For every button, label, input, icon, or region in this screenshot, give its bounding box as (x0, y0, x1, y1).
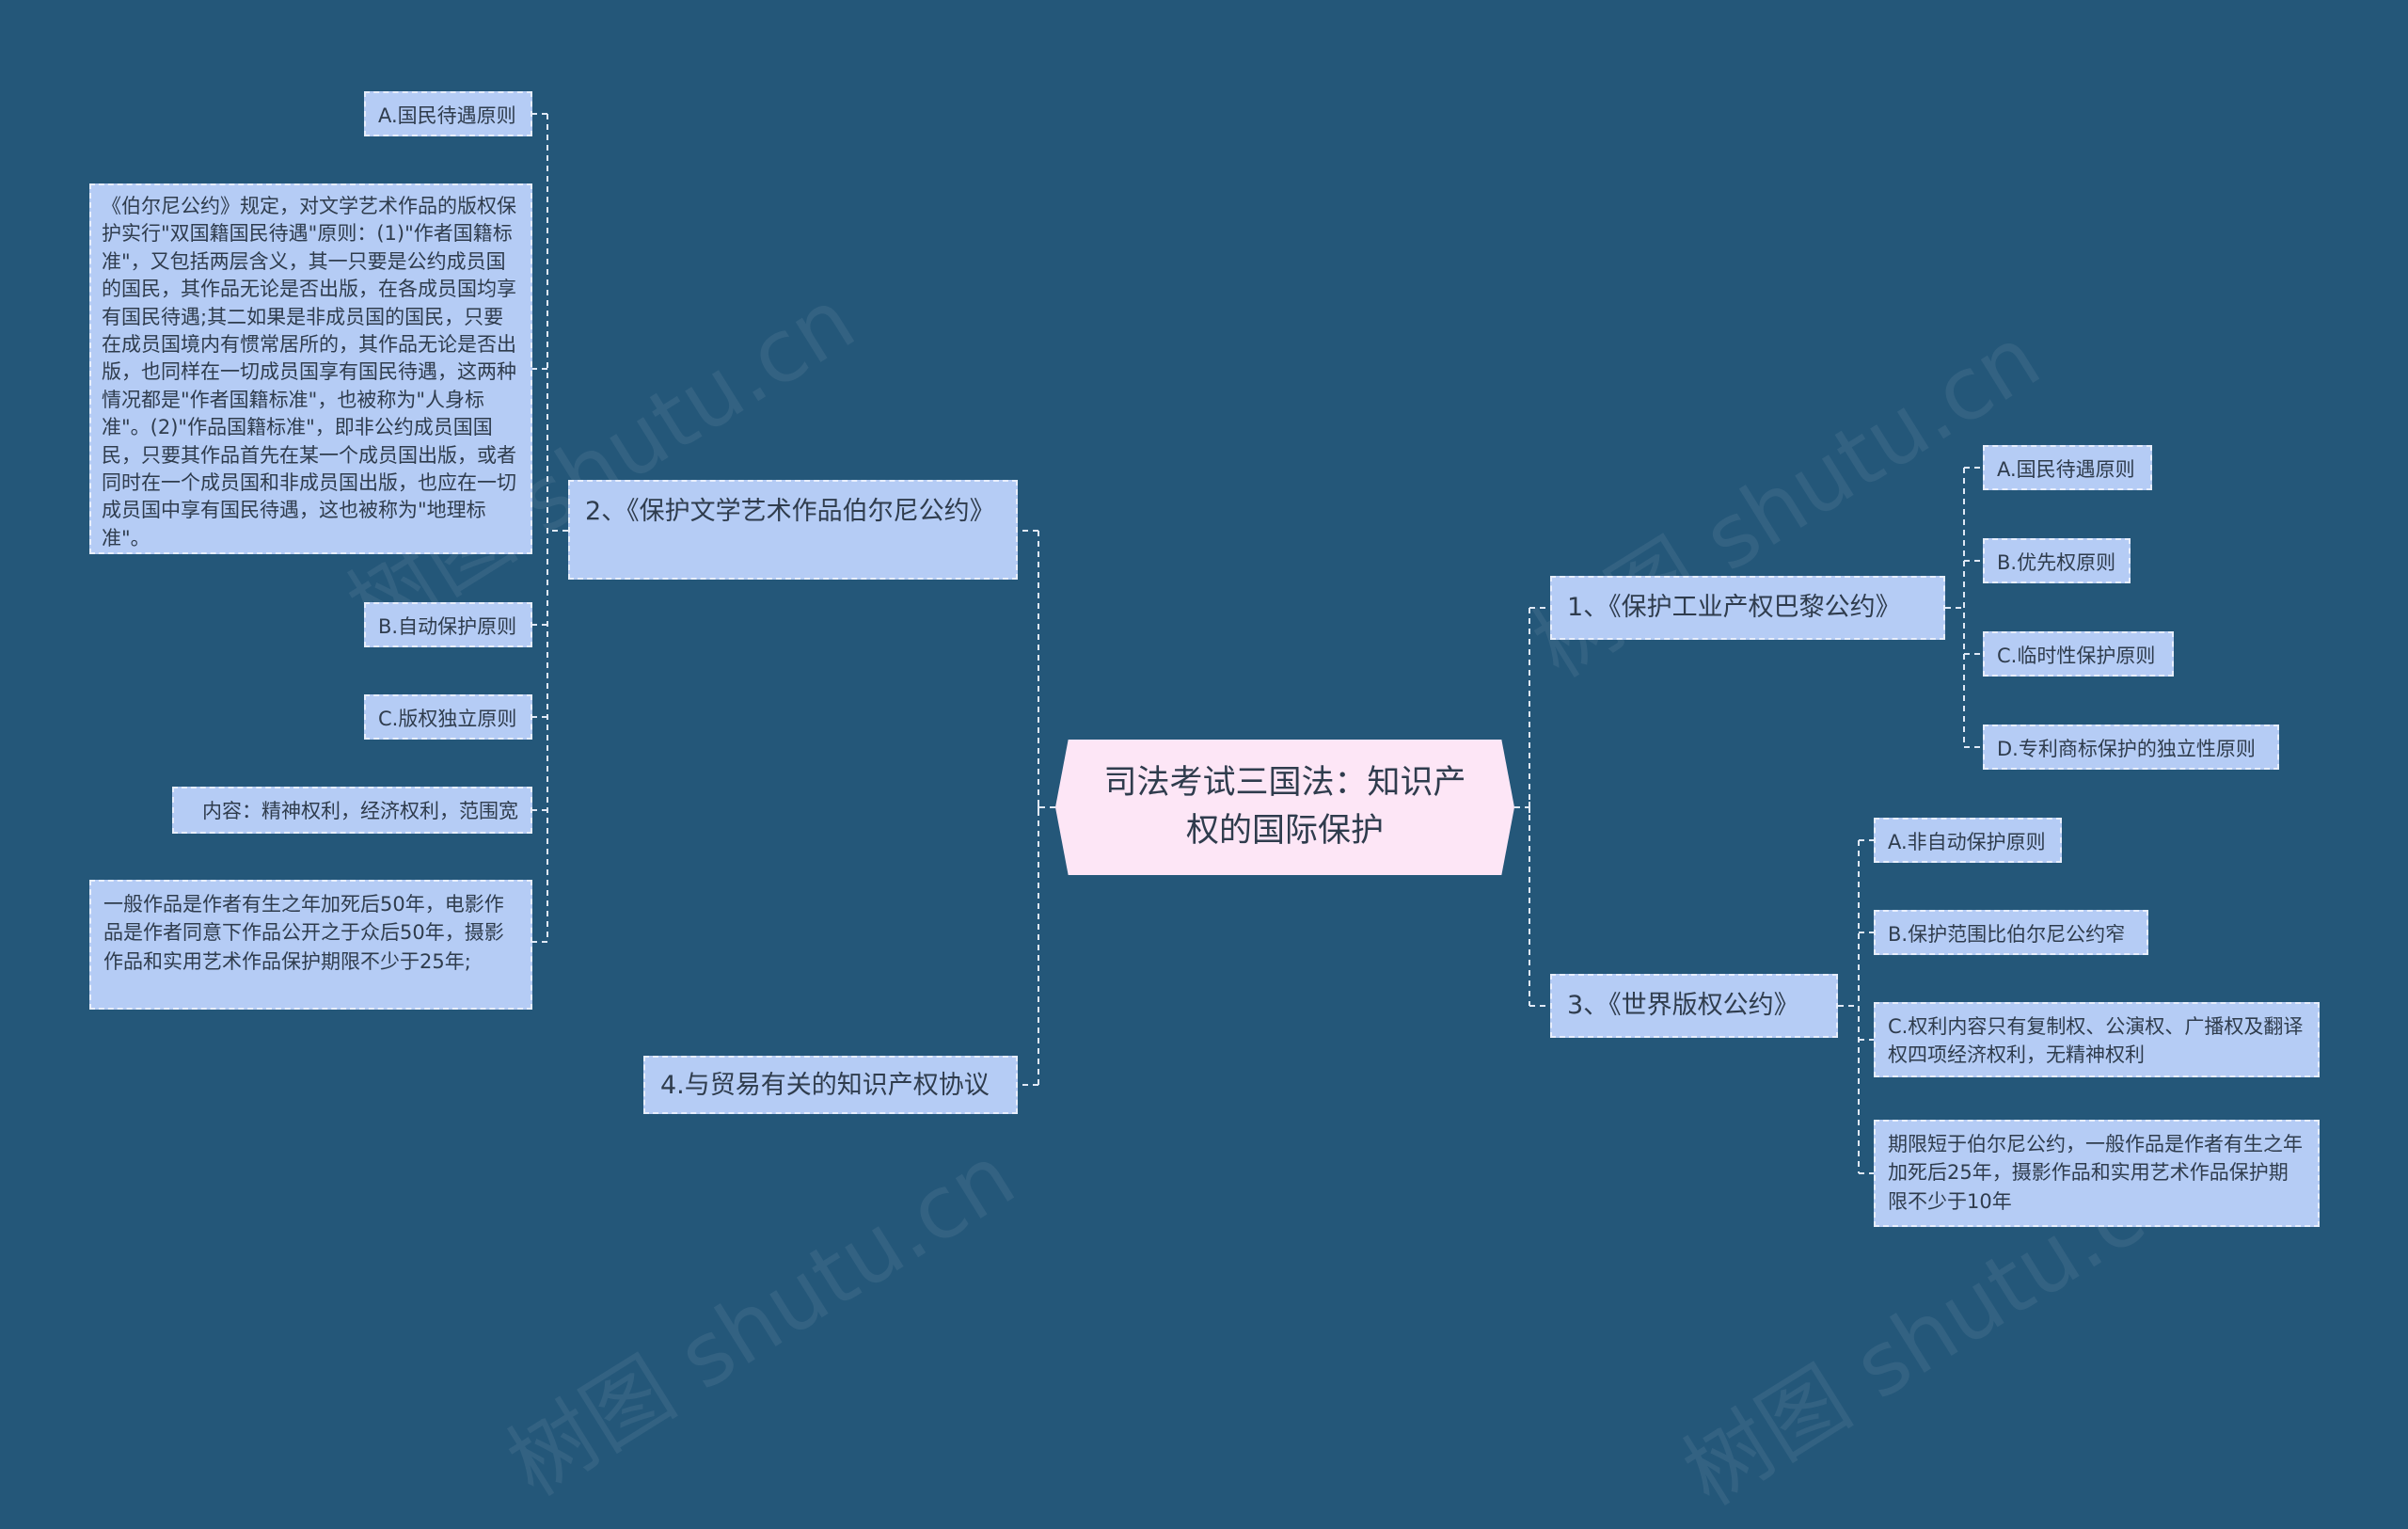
ucc-non-automatic-protection[interactable]: A.非自动保护原则 (1874, 818, 2062, 863)
berne-national-treatment[interactable]: A.国民待遇原则 (364, 91, 532, 136)
paris-independence[interactable]: D.专利商标保护的独立性原则 (1983, 725, 2279, 770)
ucc-rights-content[interactable]: C.权利内容只有复制权、公演权、广播权及翻译权四项经济权利，无精神权利 (1874, 1002, 2320, 1077)
paris-national-treatment[interactable]: A.国民待遇原则 (1983, 445, 2152, 490)
berne-national-treatment-detail[interactable]: 《伯尔尼公约》规定，对文学艺术作品的版权保护实行"双国籍国民待遇"原则：(1)"… (89, 183, 532, 554)
ucc-protection-term[interactable]: 期限短于伯尔尼公约，一般作品是作者有生之年加死后25年，摄影作品和实用艺术作品保… (1874, 1120, 2320, 1227)
topic-universal-copyright-convention[interactable]: 3、《世界版权公约》 (1550, 974, 1838, 1038)
connector-lines (532, 113, 1983, 1174)
ucc-narrower-scope[interactable]: B.保护范围比伯尔尼公约窄 (1874, 910, 2148, 955)
topic-berne-convention[interactable]: 2、《保护文学艺术作品伯尔尼公约》 (568, 480, 1018, 580)
topic-trips-agreement[interactable]: 4.与贸易有关的知识产权协议 (643, 1056, 1018, 1114)
topic-paris-convention[interactable]: 1、《保护工业产权巴黎公约》 (1550, 576, 1945, 640)
paris-temporary-protection[interactable]: C.临时性保护原则 (1983, 631, 2174, 677)
berne-automatic-protection[interactable]: B.自动保护原则 (364, 602, 532, 647)
root-topic[interactable]: 司法考试三国法：知识产权的国际保护 (1055, 740, 1514, 875)
berne-copyright-independence[interactable]: C.版权独立原则 (364, 694, 532, 740)
mind-map: 树图 shutu.cn 树图 shutu.cn 树图 shutu.cn 树图 s… (89, 91, 2320, 1524)
berne-protection-term[interactable]: 一般作品是作者有生之年加死后50年，电影作品是作者同意下作品公开之于众后50年，… (89, 880, 532, 1010)
paris-priority[interactable]: B.优先权原则 (1983, 538, 2131, 583)
berne-content[interactable]: 内容：精神权利，经济权利，范围宽 (172, 787, 532, 834)
